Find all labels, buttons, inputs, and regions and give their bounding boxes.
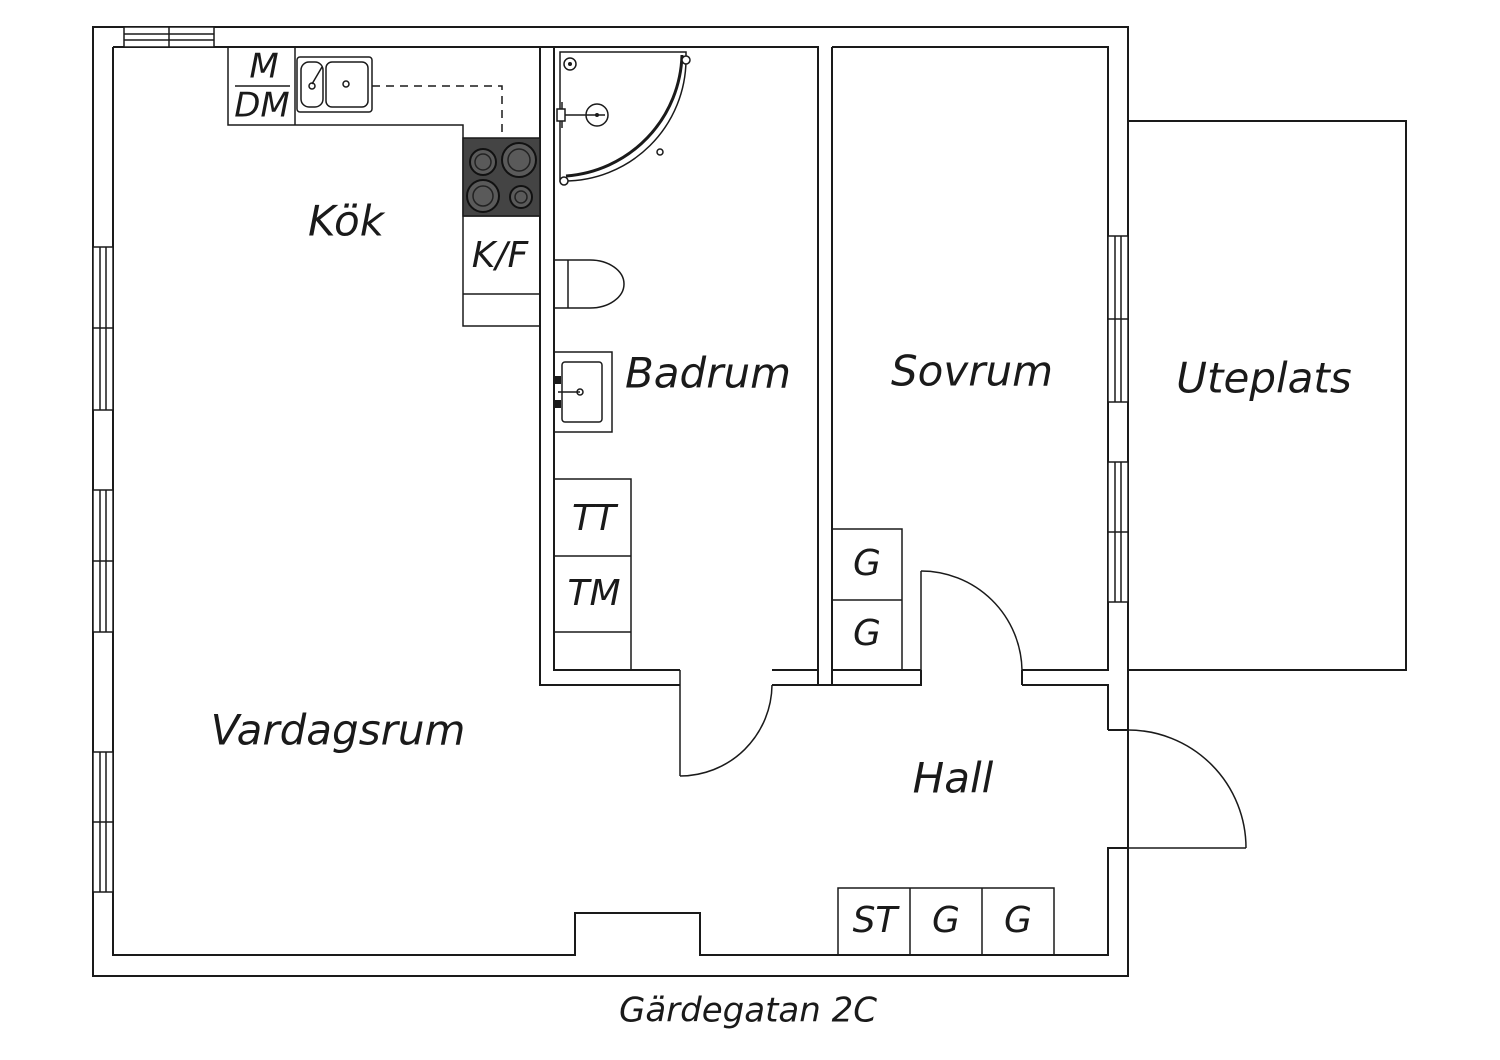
shower-icon: [556, 51, 691, 186]
bedroom-wardrobes: [831, 528, 903, 671]
room-label-badrum: Badrum: [625, 349, 791, 398]
stove-icon: [462, 137, 541, 217]
fixture-label-washer: TM: [567, 573, 620, 614]
kitchen-sink-icon: [296, 56, 373, 113]
room-label-vardagsrum: Vardagsrum: [211, 706, 466, 755]
upper-cabinet-dashed-line: [372, 85, 503, 138]
fixture-label-hall-wardrobe-1: G: [932, 900, 960, 941]
fixture-label-dryer: TT: [572, 498, 619, 539]
fixture-label-bedroom-wardrobe-2: G: [853, 613, 881, 654]
address-caption: Gärdegatan 2C: [619, 991, 877, 1031]
fixture-label-dishwasher: DM: [234, 86, 290, 126]
windows: [92, 26, 1129, 893]
room-label-uteplats: Uteplats: [1176, 354, 1351, 403]
room-label-kok: Kök: [308, 197, 386, 246]
room-label-hall: Hall: [913, 754, 994, 803]
fixture-label-microwave: M: [249, 47, 278, 87]
fixture-label-hall-wardrobe-2: G: [1004, 900, 1032, 941]
doors: [679, 570, 1247, 849]
room-label-sovrum: Sovrum: [891, 347, 1053, 396]
toilet-icon: [554, 259, 625, 309]
bathroom-sink-icon: [553, 351, 613, 433]
hall-cabinets: [837, 887, 1055, 956]
fixture-label-bedroom-wardrobe-1: G: [853, 543, 881, 584]
fixture-label-hall-cabinet: ST: [853, 900, 901, 941]
laundry-cabinet: [553, 478, 632, 671]
fixture-label-fridge-freezer: K/F: [472, 235, 530, 276]
outer-walls: [92, 26, 1129, 977]
